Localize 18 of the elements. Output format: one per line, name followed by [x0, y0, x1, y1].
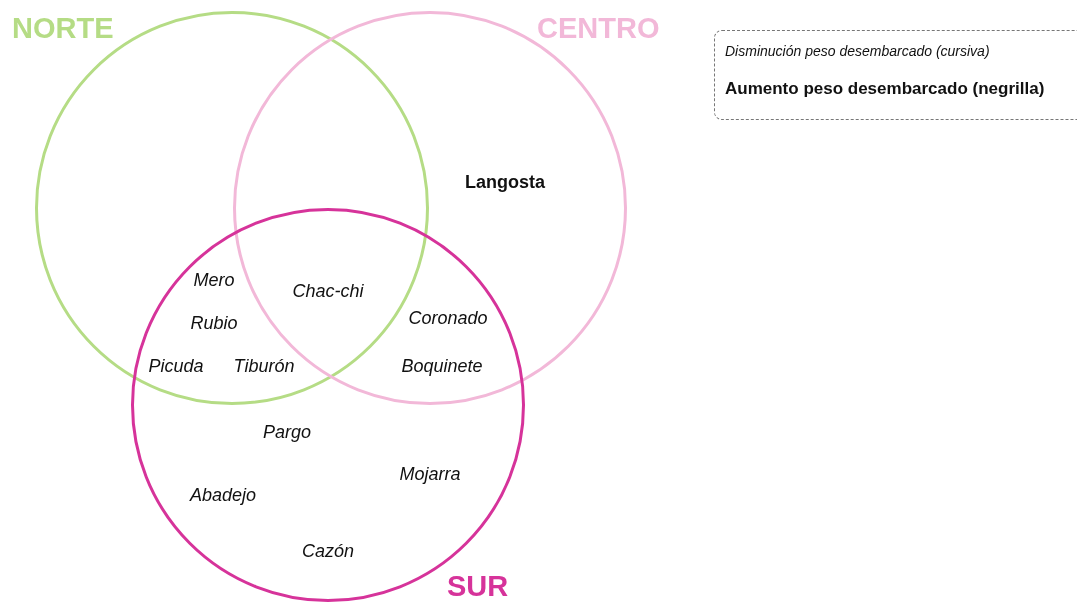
species-label: Pargo — [263, 421, 311, 443]
species-label: Picuda — [148, 355, 204, 377]
species-label: Langosta — [465, 171, 545, 193]
species-label: Abadejo — [189, 484, 257, 506]
species-label: Chac-chi — [292, 280, 364, 302]
legend-text: Disminución peso desembarcado (cursiva) — [725, 43, 990, 59]
species-label: Cazón — [302, 540, 354, 562]
species-label: Mojarra — [399, 463, 461, 485]
set-title: NORTE — [12, 12, 114, 45]
set-title: CENTRO — [537, 12, 660, 45]
legend-text: Aumento peso desembarcado (negrilla) — [725, 79, 1045, 99]
species-label: Coronado — [408, 307, 488, 329]
species-label: Rubio — [190, 312, 238, 334]
set-title: SUR — [447, 570, 509, 603]
species-label: Tiburón — [233, 355, 295, 377]
species-label: Mero — [193, 269, 235, 291]
species-label: Boquinete — [401, 355, 483, 377]
venn-circle — [131, 208, 525, 602]
